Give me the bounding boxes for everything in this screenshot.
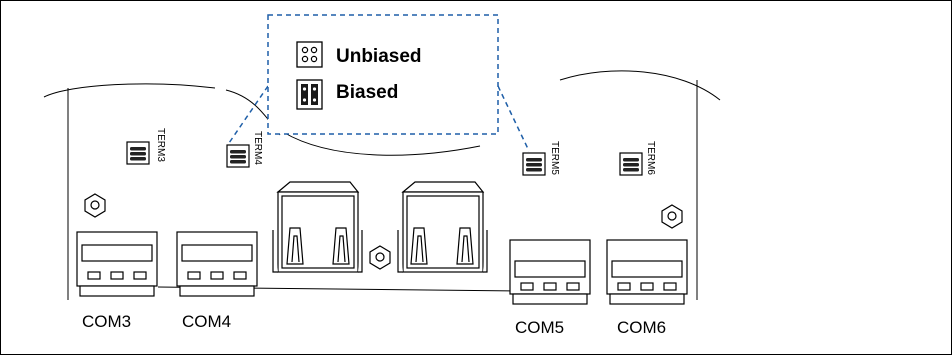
callout-line bbox=[228, 85, 269, 144]
com6-label: COM6 bbox=[617, 318, 666, 337]
com6-terminal-block bbox=[606, 239, 688, 305]
com4-terminal-block bbox=[176, 231, 258, 297]
mounting-nut bbox=[661, 204, 683, 229]
callout-line bbox=[497, 85, 530, 152]
mounting-nut bbox=[369, 245, 391, 270]
com4-label: COM4 bbox=[182, 312, 231, 331]
board-outline bbox=[43, 70, 721, 300]
term4-jumper bbox=[226, 144, 250, 168]
rj45-connector bbox=[272, 181, 363, 273]
com3-label: COM3 bbox=[82, 312, 131, 331]
term3-jumper bbox=[126, 141, 150, 165]
term4-label: TERM4 bbox=[252, 131, 263, 165]
term5-jumper bbox=[522, 152, 546, 176]
com5-terminal-block bbox=[509, 239, 591, 305]
biased-jumper-icon bbox=[296, 79, 323, 110]
term5-label: TERM5 bbox=[549, 141, 560, 175]
com5-label: COM5 bbox=[515, 318, 564, 337]
legend-callout: Unbiased Biased bbox=[228, 14, 530, 152]
mounting-nut bbox=[84, 193, 106, 218]
rj45-connector bbox=[397, 181, 488, 273]
unbiased-label: Unbiased bbox=[336, 46, 422, 67]
com3-terminal-block bbox=[76, 231, 158, 297]
term3-label: TERM3 bbox=[155, 128, 166, 162]
legend-box bbox=[267, 14, 499, 135]
biased-label: Biased bbox=[336, 82, 398, 103]
term6-label: TERM6 bbox=[645, 141, 656, 175]
unbiased-jumper-icon bbox=[296, 41, 323, 68]
term6-jumper bbox=[619, 152, 643, 176]
